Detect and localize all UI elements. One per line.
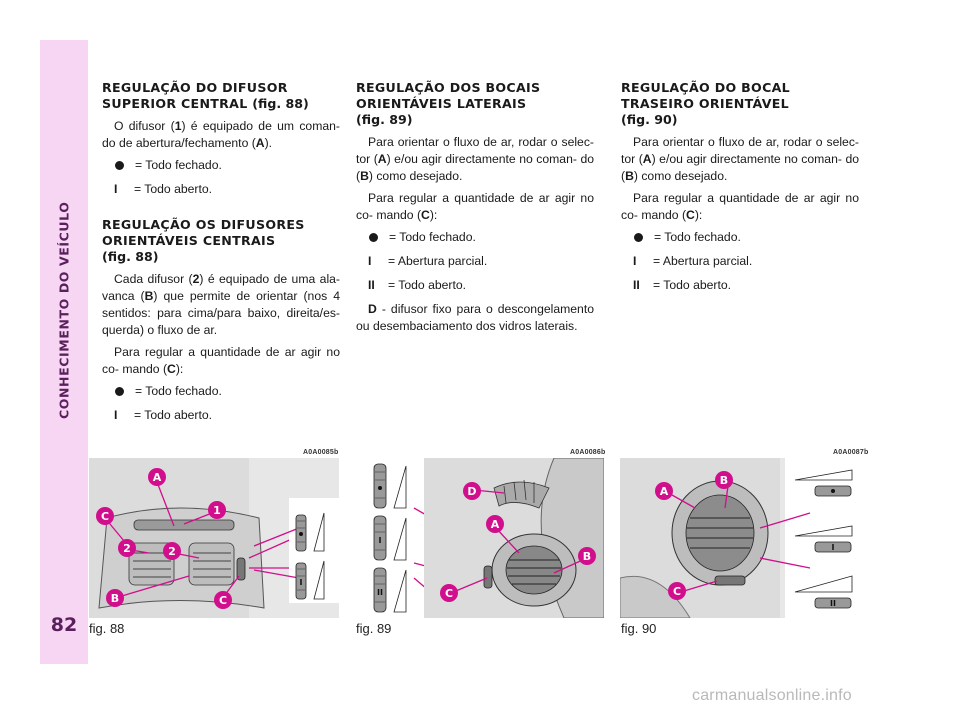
knob-mark: I [379, 536, 382, 545]
svg-text:C: C [219, 594, 227, 607]
heading-upper-central-diffuser: REGULAÇÃO DO DIFUSOR SUPERIOR CENTRAL (f… [102, 80, 309, 111]
paragraph: Para regular a quantidade de ar agir no … [102, 345, 340, 376]
column-2: REGULAÇÃO DOS BOCAIS ORIENTÁVEIS LATERAI… [356, 80, 594, 340]
knob-mark: I [300, 578, 303, 587]
callout: A [148, 468, 166, 486]
list-item: II= Todo aberto. [368, 278, 467, 292]
list-item: I= Abertura parcial. [368, 254, 488, 268]
callout: B [715, 471, 733, 489]
paragraph: Para regular a quantidade de ar agir no … [621, 191, 859, 222]
closed-dot-icon [378, 486, 382, 490]
svg-text:B: B [111, 592, 119, 605]
list-item: = Todo fechado. [633, 229, 859, 246]
figure-label: fig. 89 [356, 621, 392, 636]
svg-text:A: A [660, 485, 669, 498]
list-item: I= Todo aberto. [114, 182, 213, 196]
paragraph: Cada difusor (2) é equipado de uma ala- … [102, 272, 340, 337]
svg-text:2: 2 [123, 542, 131, 555]
figure-89: I II D A B C [354, 458, 604, 618]
callout: A [486, 515, 504, 533]
column-1: REGULAÇÃO DO DIFUSOR SUPERIOR CENTRAL (f… [102, 80, 340, 431]
svg-text:C: C [445, 587, 453, 600]
closed-dot-icon [115, 387, 124, 396]
svg-text:C: C [101, 510, 109, 523]
closed-dot-icon [369, 233, 378, 242]
callout: D [463, 482, 481, 500]
side-vent-illustration: I II D A B C [354, 458, 604, 618]
heading-rear-vent: REGULAÇÃO DO BOCAL TRASEIRO ORIENTÁVEL(f… [621, 80, 790, 127]
knob-mark: I [832, 543, 835, 552]
paragraph: Para regular a quantidade de ar agir no … [356, 191, 594, 222]
column-3: REGULAÇÃO DO BOCAL TRASEIRO ORIENTÁVEL(f… [621, 80, 859, 301]
callout: 2 [118, 539, 136, 557]
list-item: = Todo fechado. [114, 383, 340, 400]
svg-text:1: 1 [213, 504, 221, 517]
svg-text:D: D [467, 485, 476, 498]
callout: 2 [163, 542, 181, 560]
svg-text:C: C [673, 585, 681, 598]
svg-text:A: A [153, 471, 162, 484]
paragraph: D - difusor fixo para o descongelamento … [356, 302, 594, 333]
heading-side-vents: REGULAÇÃO DOS BOCAIS ORIENTÁVEIS LATERAI… [356, 80, 541, 127]
rear-vent-illustration: I II A B C [620, 458, 870, 618]
closed-dot-icon [115, 161, 124, 170]
figure-code: A0A0085b [303, 449, 339, 456]
list-item: I= Todo aberto. [114, 408, 213, 422]
svg-text:2: 2 [168, 545, 176, 558]
svg-text:A: A [491, 518, 500, 531]
paragraph: O difusor (1) é equipado de um coman- do… [102, 119, 340, 150]
knob-mark: II [830, 599, 836, 608]
figure-88: I A 1 C 2 2 B C [89, 458, 339, 618]
callout: C [440, 584, 458, 602]
callout: 1 [208, 501, 226, 519]
dashboard-vents-illustration: I A 1 C 2 2 B C [89, 458, 339, 618]
section-title: CONHECIMENTO DO VEÍCULO [56, 201, 72, 419]
heading-central-diffusers: REGULAÇÃO OS DIFUSORES ORIENTÁVEIS CENTR… [102, 217, 305, 264]
figure-label: fig. 88 [89, 621, 125, 636]
list-item: = Todo fechado. [114, 157, 340, 174]
watermark: carmanualsonline.info [692, 687, 852, 704]
callout: A [655, 482, 673, 500]
paragraph: Para orientar o fluxo de ar, rodar o sel… [621, 135, 859, 183]
svg-text:B: B [583, 550, 591, 563]
sidebar-band [40, 40, 88, 664]
closed-dot-icon [299, 532, 303, 536]
callout: C [668, 582, 686, 600]
callout: B [578, 547, 596, 565]
figure-90: I II A B C [620, 458, 870, 618]
list-item: II= Todo aberto. [633, 278, 732, 292]
figure-code: A0A0087b [833, 449, 869, 456]
list-item: I= Abertura parcial. [633, 254, 753, 268]
callout: C [96, 507, 114, 525]
closed-dot-icon [634, 233, 643, 242]
paragraph: Para orientar o fluxo de ar, rodar o sel… [356, 135, 594, 183]
svg-text:B: B [720, 474, 728, 487]
closed-dot-icon [831, 489, 835, 493]
callout: C [214, 591, 232, 609]
knob-mark: II [377, 588, 383, 597]
figure-label: fig. 90 [621, 621, 657, 636]
figure-code: A0A0086b [570, 449, 606, 456]
list-item: = Todo fechado. [368, 229, 594, 246]
page-number: 82 [50, 614, 78, 636]
callout: B [106, 589, 124, 607]
